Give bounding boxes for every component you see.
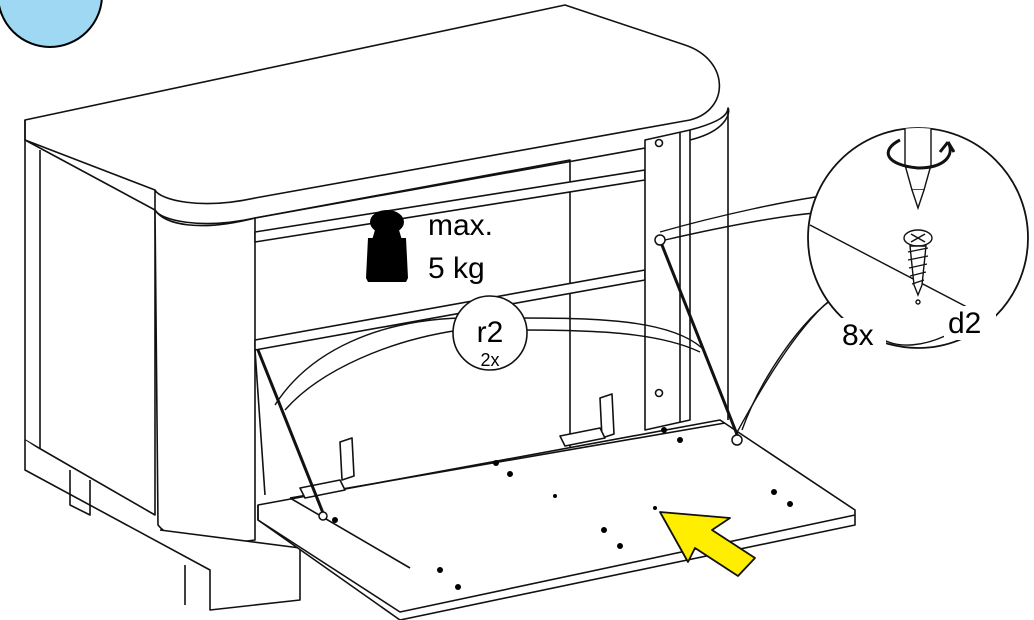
- flap-stays: [256, 239, 742, 519]
- push-arrow: [659, 511, 756, 577]
- cabinet-right-side: [644, 129, 691, 431]
- step-badge: [0, 0, 103, 48]
- hinge-callout-leaders: [274, 317, 703, 411]
- screw-icon: [903, 229, 933, 305]
- screwdriver-icon: [886, 128, 956, 211]
- screw-quantity: 8x: [842, 319, 874, 352]
- open-flap: [257, 393, 856, 620]
- cabinet-top: [24, 4, 721, 205]
- cabinet-left-side: [24, 139, 156, 516]
- screw-code: d2: [948, 307, 981, 340]
- weight-limit-label: max.: [428, 209, 493, 242]
- hinge-quantity: 2x: [480, 350, 499, 370]
- cabinet: [24, 4, 730, 611]
- weight-icon: [366, 210, 408, 282]
- hinge-callout: [452, 295, 528, 371]
- weight-limit-value: 5 kg: [428, 252, 485, 285]
- hinge-code: r2: [477, 316, 504, 349]
